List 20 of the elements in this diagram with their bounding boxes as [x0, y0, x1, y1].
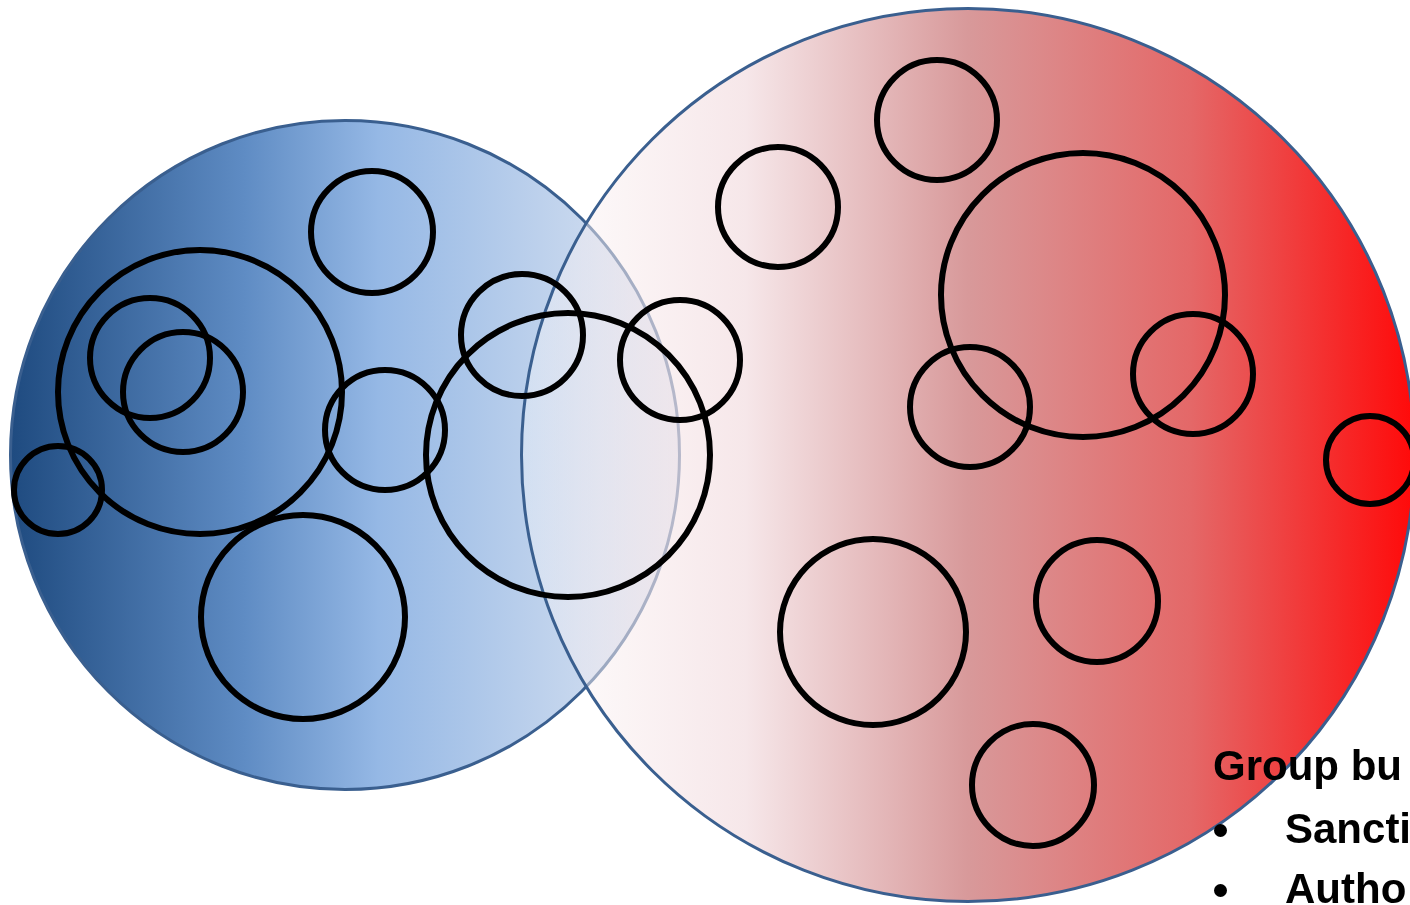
circle-outline — [715, 144, 841, 270]
list-item: Autho — [1285, 868, 1407, 905]
circle-outline — [938, 150, 1228, 440]
circle-outline — [308, 168, 436, 296]
circle-outline — [617, 297, 743, 423]
circle-outline — [907, 344, 1033, 470]
circle-outline — [1323, 413, 1410, 507]
circle-outline — [198, 512, 408, 722]
circle-outline — [1130, 311, 1256, 437]
circle-outline — [1033, 537, 1161, 665]
circle-outline — [969, 721, 1097, 849]
circle-outline — [87, 295, 213, 421]
circle-outline — [874, 57, 1000, 183]
circle-outline — [11, 443, 105, 537]
list-item: Sancti — [1285, 808, 1410, 850]
circle-outline — [55, 247, 345, 537]
circle-outline — [120, 329, 246, 455]
circle-outline — [322, 367, 448, 493]
circle-outline — [423, 310, 713, 600]
circle-outline — [777, 536, 969, 728]
